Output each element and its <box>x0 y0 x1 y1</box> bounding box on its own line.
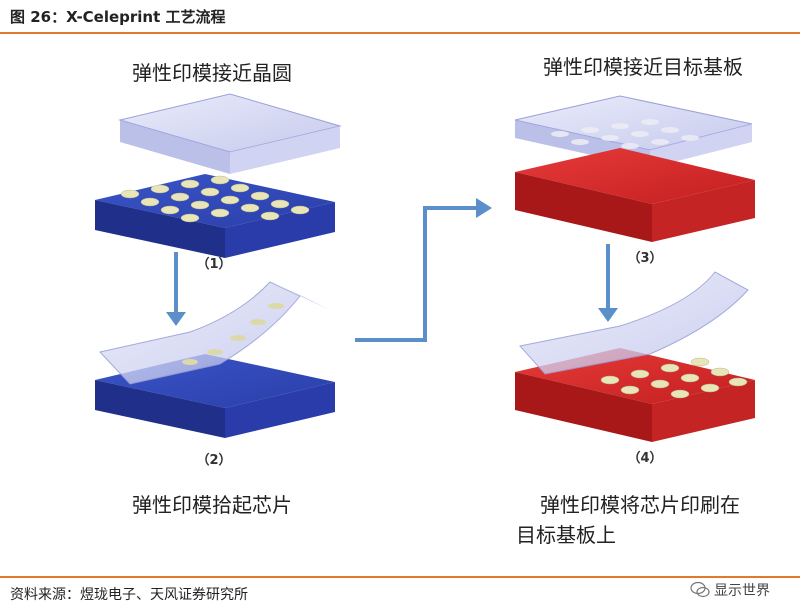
step-4-label-line2: 目标基板上 <box>516 523 616 547</box>
step-4-number: （4） <box>627 450 662 466</box>
brand-name: 显示世界 <box>714 583 770 599</box>
arrow-down-left <box>166 252 186 326</box>
step-1-label: 弹性印模接近晶圆 <box>132 61 292 85</box>
step-3-illustration <box>514 95 755 242</box>
step-4-label-line1: 弹性印模将芯片印刷在 <box>540 493 740 517</box>
step-1-illustration <box>95 93 342 258</box>
bottom-rule <box>0 576 800 578</box>
step-3-number: （3） <box>627 250 662 266</box>
arrow-elbow <box>355 198 492 342</box>
step-4-illustration <box>515 271 755 442</box>
step-3-label: 弹性印模接近目标基板 <box>543 55 743 79</box>
figure-title: 图 26：X-Celeprint 工艺流程 <box>10 8 226 26</box>
source-note: 资料来源：煜珑电子、天风证券研究所 <box>10 587 248 603</box>
wechat-icon <box>690 581 710 598</box>
arrow-down-right <box>598 244 618 322</box>
step-1-number: （1） <box>196 256 231 272</box>
process-diagram: 弹性印模接近晶圆 （1） （2） 弹性印模拾起芯片 <box>95 55 755 547</box>
brand-watermark: 显示世界 <box>690 580 770 600</box>
step-2-number: （2） <box>196 452 231 468</box>
step-2-illustration <box>95 281 335 438</box>
top-rule <box>0 32 800 34</box>
step-2-label: 弹性印模拾起芯片 <box>132 493 292 517</box>
